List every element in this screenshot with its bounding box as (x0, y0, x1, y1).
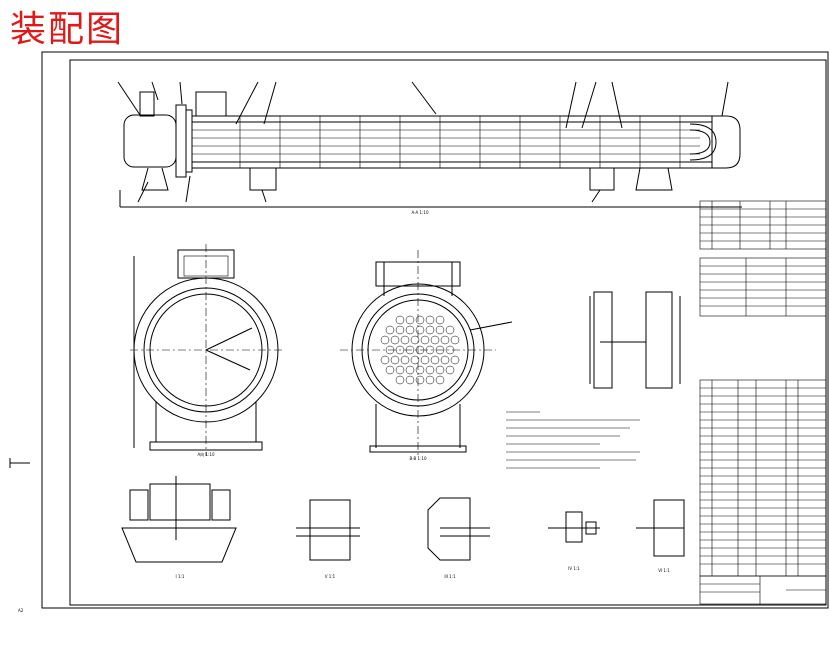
detail-iii (427, 497, 490, 561)
tube-bundle (192, 116, 700, 168)
detail-label: I 1:1 (176, 574, 185, 579)
left-view-label: A向 1:10 (198, 451, 215, 457)
section-view-label: B-B 1:10 (409, 456, 426, 461)
technical-data-table (699, 257, 827, 317)
tube-holes (380, 315, 460, 385)
front-view (117, 81, 742, 208)
section-view (340, 250, 513, 456)
title-block (699, 575, 827, 605)
detail-vi (636, 499, 685, 557)
detail-i (121, 476, 237, 563)
detail-v (296, 499, 360, 561)
detail-label: IV 1:1 (568, 566, 580, 571)
drawing-title: 装配图 (10, 9, 125, 50)
detail-label: III 1:1 (444, 574, 456, 579)
detail-label: V 1:1 (325, 574, 336, 579)
left-view (130, 244, 282, 456)
front-view-label: A-A 1:10 (412, 210, 429, 215)
support-detail (589, 291, 681, 389)
detail-label: VI 1:1 (658, 568, 670, 573)
detail-iv (548, 511, 600, 543)
sheet-size-label: A2 (18, 608, 24, 613)
nozzle-table (699, 200, 827, 250)
technical-notes (506, 411, 640, 469)
parts-list-table (699, 379, 827, 577)
inner-frame (69, 59, 827, 606)
drawing-frame (41, 51, 829, 609)
